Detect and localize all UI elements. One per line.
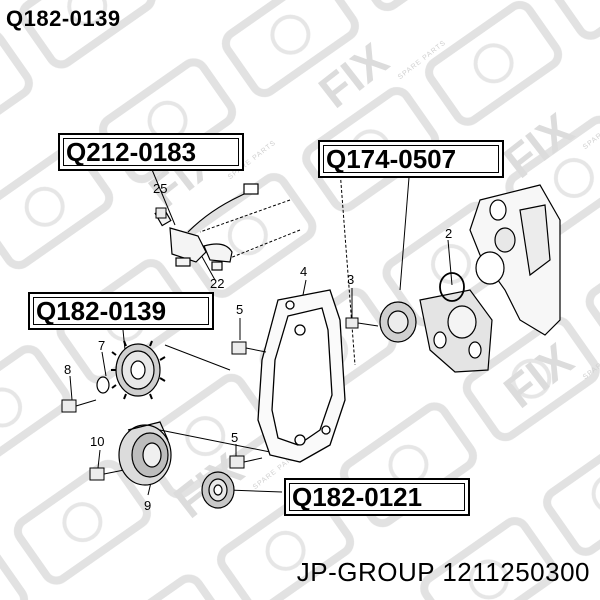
bolts [61,207,379,481]
part-number-3: 3 [347,272,354,287]
part-number-labels: 25 22 4 3 2 5 5 7 8 10 9 [64,181,452,513]
crank-pulley [118,421,172,486]
page-title: Q182-0139 [6,6,121,31]
intermediate-gear [201,471,235,509]
callout-crank-gear-label: Q182-0139 [36,296,167,326]
part-number-10: 10 [90,434,104,449]
part-number-7: 7 [98,338,105,353]
part-number-4: 4 [300,264,307,279]
bolt-8 [61,399,97,413]
gasket-2 [439,272,465,302]
callout-small-gear[interactable]: Q182-0121 [284,478,470,516]
part-number-5b: 5 [231,430,238,445]
part-number-9: 9 [144,498,151,513]
callout-crank-gear[interactable]: Q182-0139 [28,292,214,330]
bolt-3 [345,317,379,329]
callout-sensor-label: Q212-0183 [66,137,197,167]
engine-block [469,184,561,336]
water-pump-assembly [379,289,493,373]
callout-sensor[interactable]: Q212-0183 [58,133,244,171]
crankshaft-gear [111,340,166,400]
part-number-8: 8 [64,362,71,377]
bolt-10 [89,467,125,481]
callout-water-pump[interactable]: Q174-0507 [318,140,504,178]
footer-part-reference: JP-GROUP 1211250300 [296,557,590,587]
washer-7 [96,376,110,394]
bolt-5b [229,455,263,469]
bolt-25 [155,207,167,219]
part-number-2: 2 [445,226,452,241]
part-number-22: 22 [210,276,224,291]
bolt-5a [231,341,267,355]
callout-water-pump-label: Q174-0507 [326,144,457,174]
part-number-5a: 5 [236,302,243,317]
part-number-25: 25 [153,181,167,196]
callout-small-gear-label: Q182-0121 [292,482,423,512]
timing-cover [257,289,346,463]
